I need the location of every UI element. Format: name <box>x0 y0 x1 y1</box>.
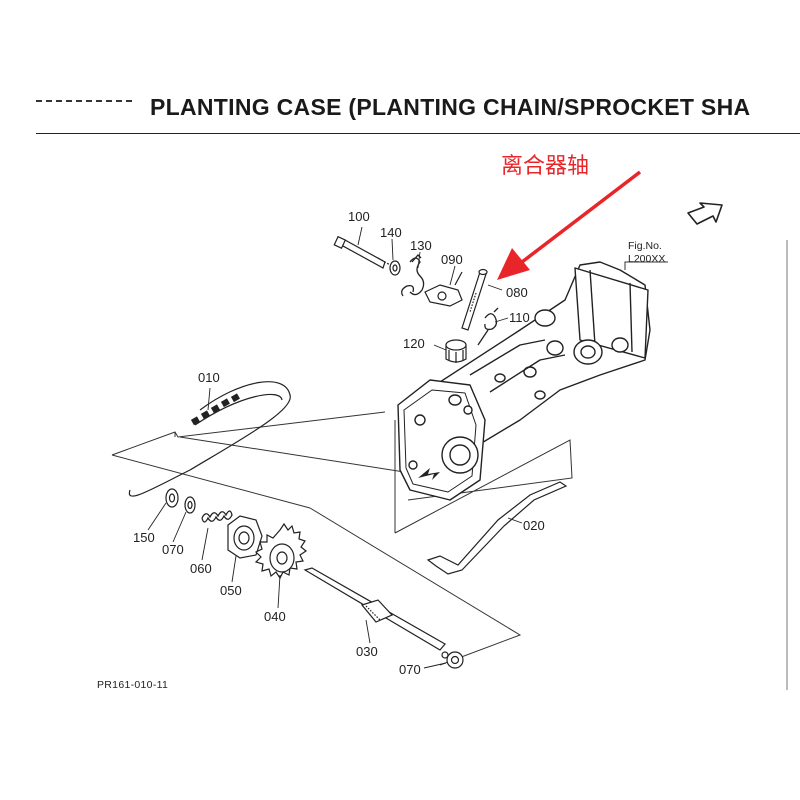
leader-lines <box>147 226 523 669</box>
page-edge-line <box>786 240 788 690</box>
fig-no-label: Fig.No. <box>628 240 662 252</box>
part-030-shaft <box>303 567 446 651</box>
part-070-washer-upper <box>184 496 196 514</box>
part-label-110: 110 <box>509 310 530 325</box>
part-label-020: 020 <box>523 518 545 533</box>
part-150-washer <box>165 488 179 508</box>
part-label-100: 100 <box>348 209 370 224</box>
part-label-140: 140 <box>380 225 402 240</box>
part-130-spring <box>401 254 425 297</box>
part-label-070-lower: 070 <box>399 662 421 677</box>
part-label-150: 150 <box>133 530 155 545</box>
part-140-washer <box>389 260 401 276</box>
annotation-label: 离合器轴 <box>501 154 590 179</box>
part-010-chain <box>128 381 291 497</box>
figure-code: PR161-010-11 <box>97 679 169 691</box>
guide-lines <box>111 411 573 666</box>
part-080-shaft <box>461 268 488 331</box>
part-label-030: 030 <box>356 644 378 659</box>
part-070-washer-lower <box>441 651 464 669</box>
annotation-arrow <box>497 170 642 280</box>
part-110-spring <box>477 307 499 346</box>
part-120-seal <box>445 339 467 363</box>
part-label-010: 010 <box>198 370 220 385</box>
part-050-clutch <box>227 515 263 559</box>
part-label-090: 090 <box>441 252 463 267</box>
direction-arrow-icon <box>687 202 723 225</box>
part-label-070: 070 <box>162 542 184 557</box>
planting-case-housing <box>397 261 651 501</box>
part-040-sprocket <box>254 522 308 580</box>
page-title: PLANTING CASE (PLANTING CHAIN/SPROCKET S… <box>150 94 751 120</box>
part-label-120: 120 <box>403 336 425 351</box>
part-label-060: 060 <box>190 561 212 576</box>
case-flow-arrow <box>418 468 440 480</box>
part-020-guide-plate <box>426 481 568 575</box>
part-090-lever <box>424 271 463 307</box>
fig-no-value: L200XX <box>628 253 666 265</box>
part-label-040: 040 <box>264 609 286 624</box>
title-divider <box>36 133 800 134</box>
part-label-080: 080 <box>506 285 528 300</box>
part-label-050: 050 <box>220 583 242 598</box>
part-060-spring <box>201 510 233 523</box>
part-100-bolt <box>333 235 393 269</box>
fig-bracket <box>624 261 668 270</box>
part-label-130: 130 <box>410 238 432 253</box>
header-stub-text <box>36 100 132 107</box>
